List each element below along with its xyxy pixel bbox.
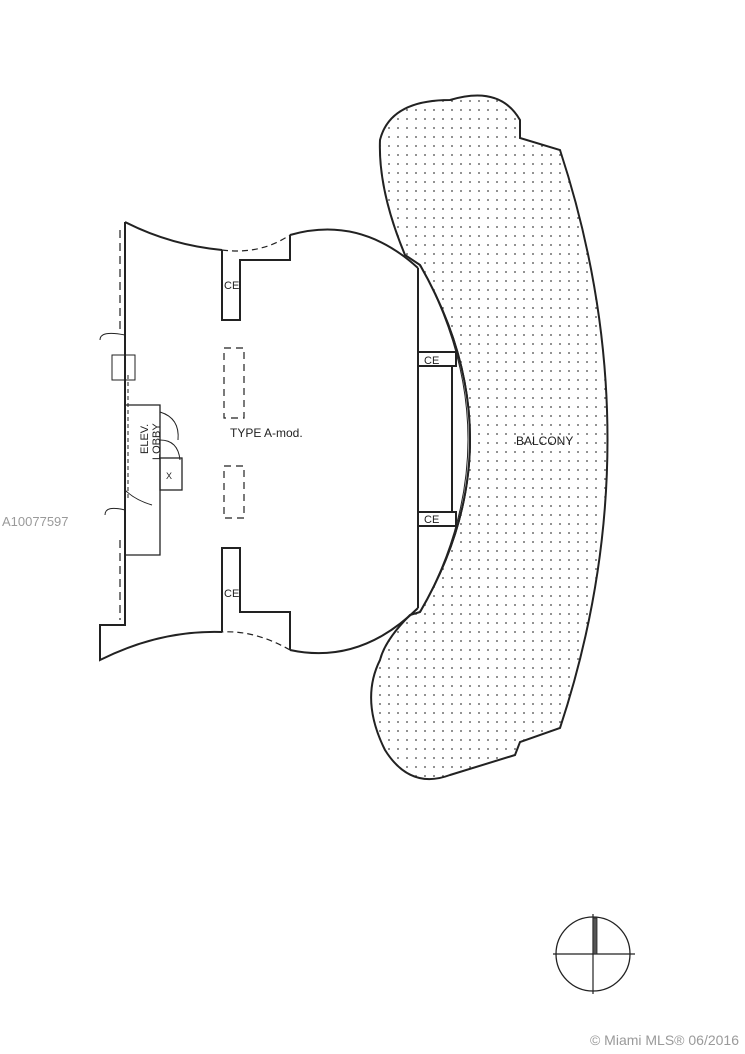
ce-label: CE: [424, 514, 439, 526]
balcony-glass-line: [423, 271, 469, 606]
balcony-label: BALCONY: [516, 434, 573, 448]
unit-type-label: TYPE A-mod.: [230, 426, 303, 440]
listing-id-watermark: A10077597: [2, 514, 69, 529]
compass-icon: [553, 914, 635, 994]
ce-label: CE: [424, 355, 439, 367]
trash-chute-label: X: [166, 471, 172, 481]
dashed-column: [223, 465, 245, 519]
elev-label: ELEV.: [139, 424, 151, 454]
dashed-column: [223, 347, 245, 419]
ce-label: CE: [224, 280, 239, 292]
ce-label: CE: [224, 588, 239, 600]
copyright-watermark: © Miami MLS® 06/2016: [589, 1032, 739, 1048]
unit-walls: [99, 221, 457, 662]
lobby-label: LOBBY: [151, 423, 163, 460]
